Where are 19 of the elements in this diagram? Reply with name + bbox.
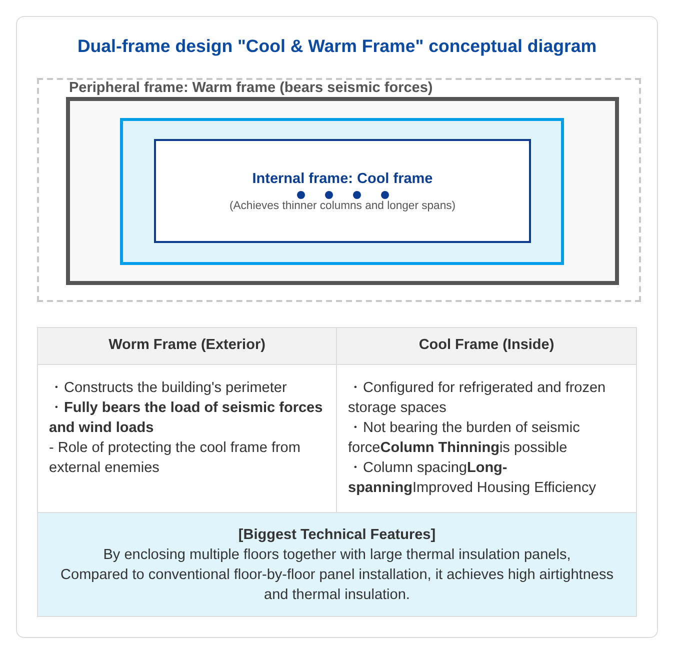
frame-subtitle: (Achieves thinner columns and longer spans) [229,198,456,212]
dashed-frame-outline [37,78,641,302]
list-item: - Role of protecting the cool frame from external enemies [49,439,302,478]
diagram-title: Dual-frame design "Cool & Warm Frame" conceptual diagram [77,35,597,57]
list-item: ・Column spacingLong-spanningImproved Housing Efficiency [348,459,597,498]
outer-frame-box [66,97,619,285]
list-item: ・Fully bears the load of seismic forces and wind loads [49,399,324,438]
internal-frame-box [154,139,531,243]
frame-heading: Peripheral frame: Warm frame (bears seismic forces) [69,80,433,96]
feature-heading: [Biggest Technical Features] [237,526,437,545]
list-item: ・Constructs the building's perimeter [49,379,288,398]
frame-title: Internal frame: Cool frame [252,170,433,188]
column-header: Cool Frame (Inside) [337,328,636,365]
insulated-zone-box [120,118,564,265]
column-header: Worm Frame (Exterior) [38,328,337,365]
list-item: ・Not bearing the burden of seismic forceColumn Thinningis possible [348,419,581,458]
feature-text: By enclosing multiple floors together with large thermal insulation panels, [102,546,572,565]
list-item: ・Configured for refrigerated and frozen storage spaces [348,379,607,418]
feature-text: Compared to conventional floor-by-floor panel installation, it achieves high airtightness and thermal insulation. [60,566,614,605]
